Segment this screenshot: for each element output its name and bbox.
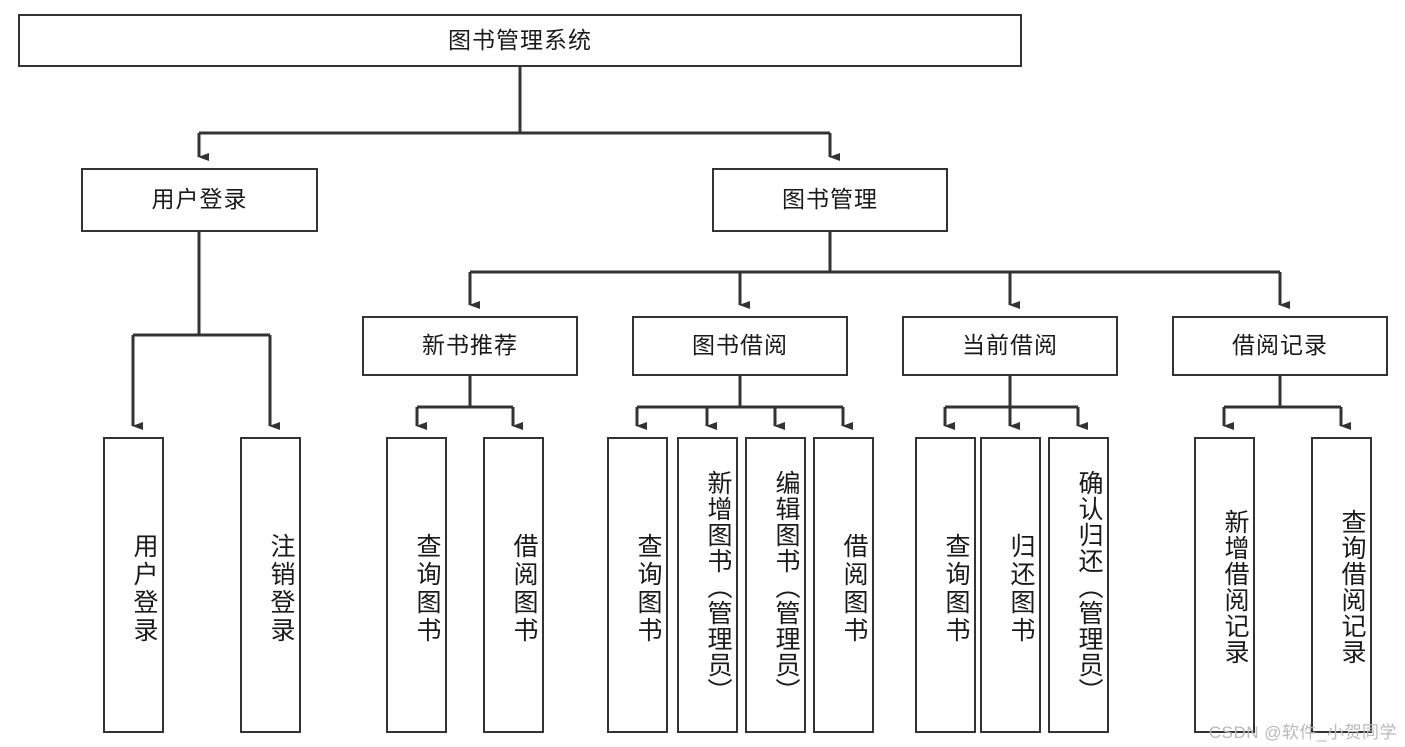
node-label: 编辑图书（管理员） (772, 470, 800, 704)
node-label: 图书管理系统 (448, 26, 592, 53)
node-label: 查询图书 (942, 533, 970, 645)
node-book-borrow[interactable]: 图书借阅 (632, 316, 848, 376)
node-label: 图书管理 (782, 186, 878, 213)
node-label: 用户登录 (130, 533, 158, 645)
node-label: 用户登录 (151, 186, 248, 213)
node-leaf-logout[interactable]: 注销登录 (240, 437, 301, 733)
node-label: 确认归还（管理员） (1075, 470, 1103, 704)
node-leaf-confirm-return-admin[interactable]: 确认归还（管理员） (1048, 437, 1109, 733)
node-leaf-borrow-book[interactable]: 借阅图书 (813, 437, 874, 733)
node-leaf-user-login[interactable]: 用户登录 (103, 437, 164, 733)
node-leaf-query-borrow-record[interactable]: 查询借阅记录 (1311, 437, 1372, 733)
node-book-management[interactable]: 图书管理 (712, 168, 948, 232)
node-label: 新增借阅记录 (1221, 509, 1249, 665)
node-label: 图书借阅 (692, 332, 788, 359)
node-label: 查询图书 (413, 533, 441, 645)
node-current-borrow[interactable]: 当前借阅 (902, 316, 1118, 376)
node-label: 查询图书 (634, 533, 662, 645)
node-leaf-edit-book-admin[interactable]: 编辑图书（管理员） (745, 437, 806, 733)
node-root-book-management-system[interactable]: 图书管理系统 (18, 14, 1022, 67)
node-leaf-return-book[interactable]: 归还图书 (980, 437, 1041, 733)
node-label: 借阅图书 (840, 533, 868, 645)
node-user-login[interactable]: 用户登录 (81, 168, 318, 232)
node-label: 注销登录 (267, 533, 295, 645)
node-label: 新书推荐 (422, 332, 518, 359)
node-label: 当前借阅 (962, 332, 1058, 359)
node-borrow-record[interactable]: 借阅记录 (1172, 316, 1388, 376)
node-leaf-query-book-recommend[interactable]: 查询图书 (386, 437, 447, 733)
node-label: 借阅记录 (1232, 332, 1328, 359)
node-leaf-query-book-borrow[interactable]: 查询图书 (607, 437, 668, 733)
node-leaf-add-book-admin[interactable]: 新增图书（管理员） (677, 437, 738, 733)
node-label: 借阅图书 (510, 533, 538, 645)
node-leaf-borrow-book-recommend[interactable]: 借阅图书 (483, 437, 544, 733)
node-leaf-add-borrow-record[interactable]: 新增借阅记录 (1194, 437, 1255, 733)
node-label: 新增图书（管理员） (704, 470, 732, 704)
node-leaf-query-book-current[interactable]: 查询图书 (915, 437, 976, 733)
node-new-book-recommend[interactable]: 新书推荐 (362, 316, 578, 376)
node-label: 查询借阅记录 (1338, 509, 1366, 665)
watermark: CSDN @软件_小贺同学 (1208, 723, 1397, 742)
node-label: 归还图书 (1007, 533, 1035, 645)
